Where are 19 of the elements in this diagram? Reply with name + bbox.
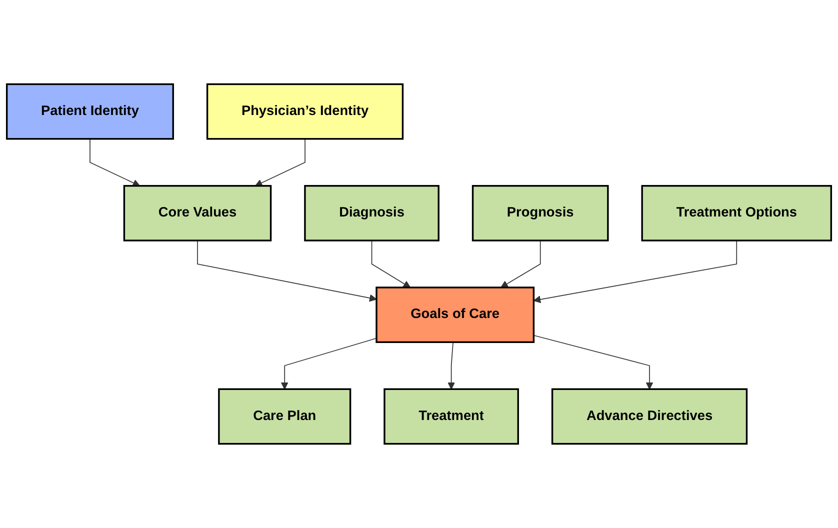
- node-box: Diagnosis: [304, 185, 440, 242]
- arrow: [90, 138, 140, 186]
- node-box: Physician’s Identity: [206, 83, 404, 140]
- arrow: [254, 138, 306, 186]
- arrow: [280, 338, 377, 390]
- arrow: [500, 240, 541, 288]
- arrow: [371, 240, 411, 288]
- node-box: Advance Directives: [551, 388, 748, 445]
- arrow: [533, 240, 738, 304]
- node-box: Treatment Options: [641, 185, 832, 242]
- node-box: Care Plan: [218, 388, 352, 445]
- node-box: Patient Identity: [6, 83, 174, 140]
- arrow: [448, 342, 456, 390]
- arrow: [197, 240, 377, 302]
- node-box: Prognosis: [472, 185, 609, 242]
- arrow: [533, 334, 654, 390]
- node-box: Core Values: [123, 185, 272, 242]
- node-box: Goals of Care: [376, 286, 535, 343]
- node-box: Treatment: [384, 388, 519, 445]
